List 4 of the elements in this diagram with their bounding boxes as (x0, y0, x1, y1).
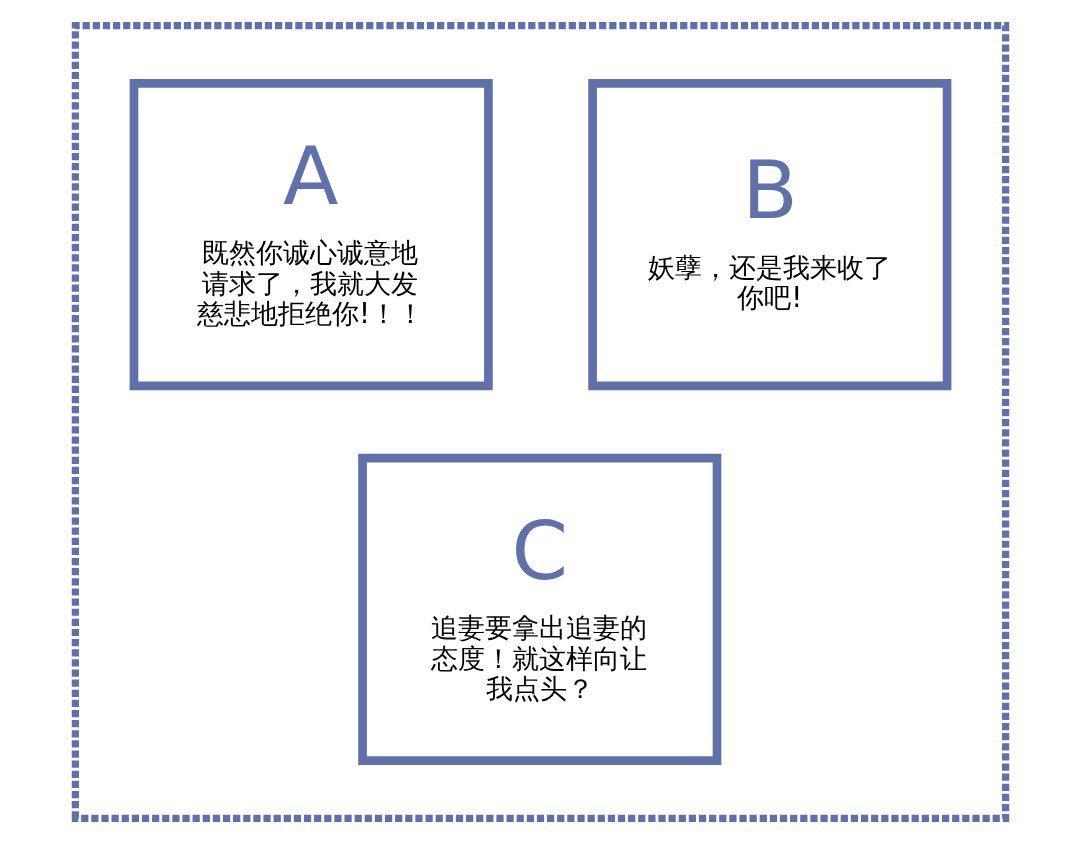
node-box: C 追妻要拿出追妻的态度！就这样向让我点头？ (357, 453, 721, 765)
cluster (71, 21, 1009, 823)
node-box: A 既然你诚心诚意地请求了，我就大发慈悲地拒绝你!！！ (129, 79, 493, 391)
node-box: B 妖孽，还是我来收了你吧! (587, 79, 951, 391)
